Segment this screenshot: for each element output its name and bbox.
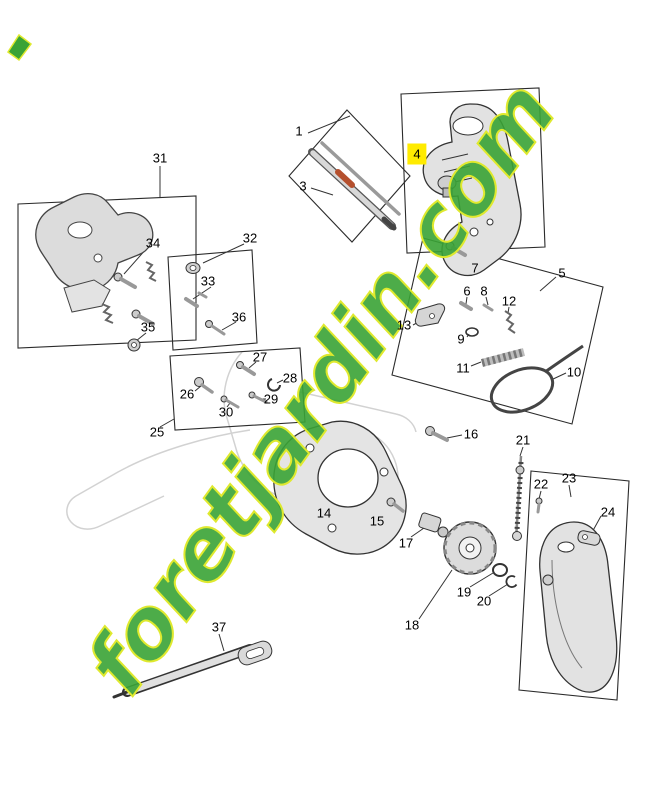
part-4-handle-drawing [422, 103, 522, 277]
parts-5-13-drawing [414, 241, 584, 414]
part-label-27[interactable]: 27 [252, 349, 268, 365]
part-label-4-selected[interactable]: 4 [407, 143, 427, 165]
part-label-8[interactable]: 8 [480, 283, 488, 299]
part-label-34[interactable]: 34 [145, 235, 161, 251]
part-label-17[interactable]: 17 [398, 535, 414, 551]
part-label-12[interactable]: 12 [501, 293, 517, 309]
part-label-32[interactable]: 32 [242, 230, 258, 246]
box-parts-32-36 [167, 249, 258, 351]
part-label-28[interactable]: 28 [282, 370, 298, 386]
box-part-4-handle [400, 87, 546, 254]
part-label-7[interactable]: 7 [471, 260, 479, 276]
part-label-9[interactable]: 9 [457, 331, 465, 347]
group-boxes [17, 87, 630, 701]
part-label-11[interactable]: 11 [456, 360, 470, 376]
part-label-23[interactable]: 23 [561, 470, 577, 486]
part-label-35[interactable]: 35 [140, 319, 156, 335]
part-label-24[interactable]: 24 [600, 504, 616, 520]
box-part-31 [17, 195, 197, 349]
part-label-3[interactable]: 3 [299, 178, 307, 194]
part-label-21[interactable]: 21 [515, 432, 531, 448]
part-label-22[interactable]: 22 [533, 476, 549, 492]
part-label-25[interactable]: 25 [149, 424, 165, 440]
part-34-spring-screw-drawing [113, 261, 157, 289]
parts-1-3-file-drawing [308, 141, 401, 231]
part-label-36[interactable]: 36 [231, 309, 247, 325]
parts-32-33-36-drawing [184, 262, 226, 336]
box-parts-5-13 [391, 237, 604, 425]
part-label-29[interactable]: 29 [263, 391, 279, 407]
parts-14-17-drawing [273, 420, 449, 555]
box-parts-1-3 [288, 109, 411, 243]
part-label-16[interactable]: 16 [463, 426, 479, 442]
box-parts-23-24 [518, 470, 630, 701]
part-label-30[interactable]: 30 [218, 404, 234, 420]
part-37-wrench-drawing [112, 640, 273, 699]
box-parts-25-30 [169, 347, 306, 431]
part-31-brake-lever-drawing [35, 192, 155, 326]
part-label-37[interactable]: 37 [211, 619, 227, 635]
part-label-5[interactable]: 5 [558, 265, 566, 281]
parts-26-30-drawing [194, 361, 281, 409]
part-label-26[interactable]: 26 [179, 386, 195, 402]
part-label-19[interactable]: 19 [456, 584, 472, 600]
parts-23-24-cover-drawing [539, 521, 618, 693]
part-label-31[interactable]: 31 [152, 150, 168, 166]
part-label-33[interactable]: 33 [200, 273, 216, 289]
part-label-1[interactable]: 1 [295, 123, 303, 139]
parts-21-22-tensioner-drawing [512, 455, 543, 541]
part-label-6[interactable]: 6 [463, 283, 471, 299]
part-label-18[interactable]: 18 [404, 617, 420, 633]
part-label-10[interactable]: 10 [566, 364, 582, 380]
part-label-20[interactable]: 20 [476, 593, 492, 609]
part-label-15[interactable]: 15 [369, 513, 385, 529]
parts-18-20-clutch-drawing [443, 521, 518, 588]
part-35-nut-drawing [127, 338, 141, 352]
part-label-13[interactable]: 13 [396, 317, 412, 333]
part-label-14[interactable]: 14 [316, 505, 332, 521]
